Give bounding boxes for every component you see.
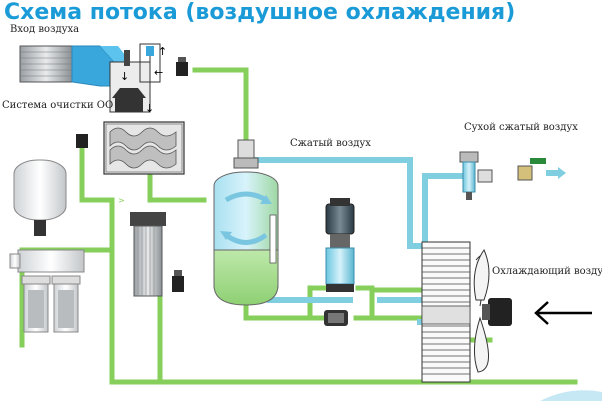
air-filter xyxy=(19,45,132,87)
air-lines xyxy=(247,157,465,325)
oil-filter xyxy=(130,212,166,297)
outlet-valve xyxy=(517,158,566,181)
valve-icon xyxy=(176,57,188,76)
separator-tank xyxy=(213,139,279,306)
arrow-icon: < xyxy=(440,172,447,181)
ro-filter-unit xyxy=(9,134,88,333)
arrow-icon: ↑ xyxy=(158,45,167,58)
label-cooling-air: Охлаждающий воздух xyxy=(492,266,602,277)
direction-arrows: ↓ ↑ ← ↓ xyxy=(120,45,167,115)
label-compressed-air: Сжатый воздух xyxy=(290,138,371,149)
decorative-wave xyxy=(540,390,602,401)
pump-motor xyxy=(325,198,355,292)
diagram-title: Схема потока (воздушное охлаждения) xyxy=(4,0,516,25)
arrow-icon: ← xyxy=(154,66,163,79)
valve-icon xyxy=(324,310,348,326)
valve-icon xyxy=(172,270,184,292)
arrow-icon: < xyxy=(180,378,187,387)
arrow-icon: < xyxy=(395,296,402,305)
radiator xyxy=(421,241,471,383)
screw-compressor xyxy=(103,121,185,175)
arrow-icon: < xyxy=(400,378,407,387)
cooling-fan xyxy=(473,248,512,373)
label-air-inlet: Вход воздуха xyxy=(10,24,80,35)
label-dry-compressed-air: Сухой сжатый воздух xyxy=(464,122,578,133)
water-lines xyxy=(19,67,578,385)
air-flow-arrows: > < < xyxy=(300,156,447,305)
arrow-icon: > xyxy=(275,314,282,323)
arrow-icon: ↓ xyxy=(120,70,129,83)
arrow-icon: ↓ xyxy=(145,102,154,115)
arrow-icon: < xyxy=(300,378,307,387)
cooling-air-arrow-icon xyxy=(534,301,592,325)
intake-valve xyxy=(109,43,161,113)
label-ro-system: Система очистки ОО xyxy=(2,100,114,111)
arrow-icon: > xyxy=(380,314,387,323)
arrow-icon: > xyxy=(118,196,125,205)
arrow-icon: > xyxy=(300,156,307,165)
outlet-filter xyxy=(459,151,493,200)
